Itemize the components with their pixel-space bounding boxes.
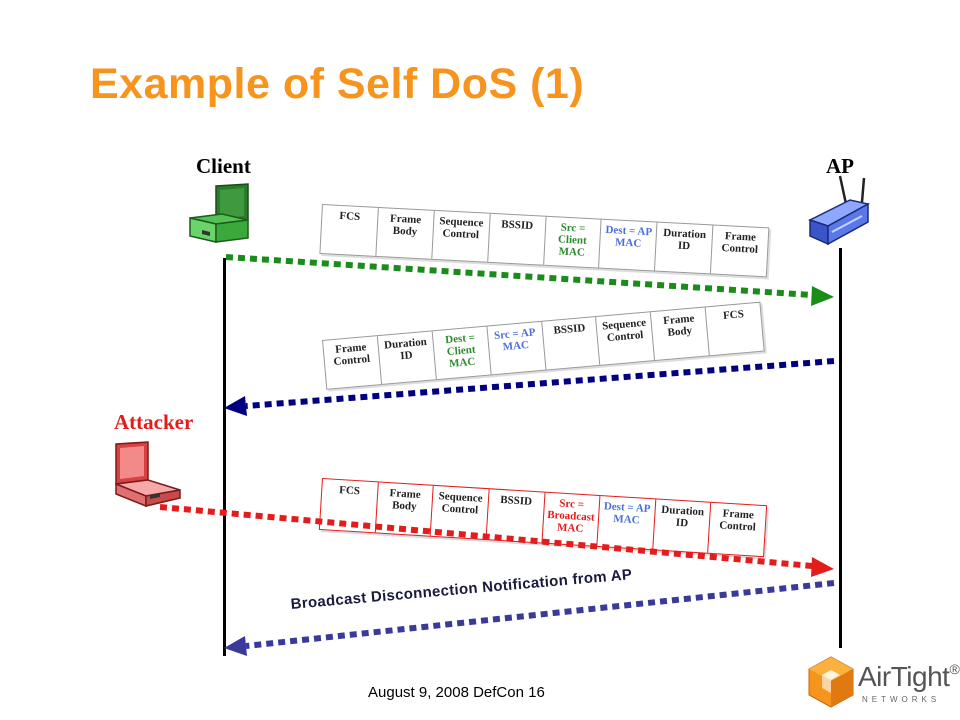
arrow-client-to-ap — [225, 254, 813, 298]
slide-title: Example of Self DoS (1) — [90, 60, 585, 108]
logo-name: AirTight — [858, 661, 950, 692]
airtight-cube-icon — [808, 656, 854, 708]
ap-router-icon — [808, 175, 871, 246]
arrow-broadcast-disconnect — [245, 580, 835, 649]
client-lifeline — [223, 258, 226, 656]
client-laptop-icon — [189, 183, 249, 243]
arrowhead-ap-to-client — [224, 396, 247, 416]
arrowhead-client-to-ap — [811, 286, 834, 306]
airtight-logo: AirTight® NETWORKS — [806, 655, 960, 711]
arrow-attacker-to-ap — [159, 504, 813, 569]
attacker-laptop-icon — [115, 441, 181, 508]
logo-subtitle: NETWORKS — [862, 695, 941, 704]
logo-registered: ® — [949, 661, 960, 677]
ap-label: AP — [826, 154, 854, 178]
attacker-label: Attacker — [114, 410, 194, 434]
slide-footer: August 9, 2008 DefCon 16 — [368, 684, 545, 701]
client-label: Client — [196, 154, 251, 178]
arrowhead-attacker-to-ap — [811, 557, 834, 577]
arrow-ap-to-client — [245, 358, 835, 409]
ap-lifeline — [839, 248, 842, 648]
arrowhead-broadcast-disconnect — [224, 636, 247, 656]
